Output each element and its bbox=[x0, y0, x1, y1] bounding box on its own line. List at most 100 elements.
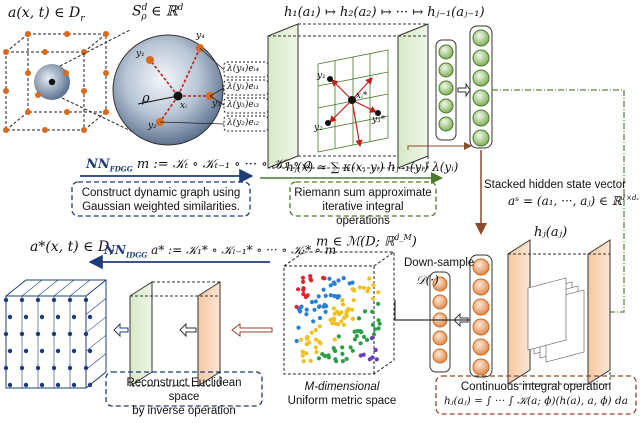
cloud-point bbox=[336, 334, 341, 339]
cloud-point bbox=[376, 326, 381, 331]
cloud-point bbox=[344, 356, 349, 362]
cloud-point bbox=[309, 300, 315, 305]
orange-feature-panels bbox=[507, 239, 611, 385]
output-node bbox=[19, 297, 25, 303]
output-node bbox=[3, 331, 9, 337]
grid-xi-label: xᵢ* bbox=[356, 91, 368, 101]
cloud-point bbox=[300, 275, 306, 280]
output-node bbox=[7, 382, 13, 388]
stacked-cells-3 bbox=[469, 254, 493, 378]
cloud-point bbox=[320, 352, 325, 357]
cloud-point bbox=[332, 337, 337, 342]
lambda-label-3: λ(y₃)eᵢ₃ bbox=[227, 100, 260, 110]
cloud-point bbox=[377, 321, 382, 326]
cloud-point bbox=[300, 349, 305, 354]
cloud-point bbox=[361, 285, 367, 290]
hollow-arrow-4 bbox=[231, 323, 273, 337]
cloud-point bbox=[340, 351, 345, 356]
y1-label: y₁ bbox=[136, 49, 145, 59]
output-node bbox=[51, 297, 57, 303]
cloud-point bbox=[370, 322, 375, 327]
cloud-point bbox=[323, 309, 328, 314]
cloud-point bbox=[361, 334, 367, 339]
output-node bbox=[7, 348, 13, 354]
cloud-point bbox=[299, 337, 304, 342]
riemann-nodes bbox=[325, 76, 381, 126]
cloud-point bbox=[308, 358, 313, 363]
sphere-edges bbox=[149, 47, 210, 123]
cloud-point bbox=[341, 322, 346, 327]
lambda-label-1: λ(y₁)eᵢ₁ bbox=[227, 82, 260, 92]
cloud-point bbox=[335, 295, 340, 300]
downsample-label: Down-sample bbox=[404, 257, 475, 269]
output-node bbox=[67, 331, 73, 337]
output-node bbox=[83, 365, 89, 371]
cloud-point bbox=[322, 276, 327, 281]
stacked-cells-1 bbox=[435, 39, 457, 141]
cloud-point bbox=[376, 290, 381, 295]
green-feature-panels bbox=[267, 23, 429, 169]
cloud-point bbox=[333, 321, 338, 326]
cloud-point bbox=[304, 342, 309, 347]
cloud-point bbox=[365, 289, 370, 294]
output-node bbox=[87, 382, 93, 388]
output-node bbox=[23, 348, 29, 354]
cloud-point bbox=[340, 297, 345, 303]
cloud-point bbox=[347, 281, 352, 286]
output-node bbox=[7, 314, 13, 320]
lambda-label-2: λ(y₂)eᵢ₂ bbox=[227, 118, 260, 128]
stacked-cells-4 bbox=[429, 271, 451, 373]
metric-space-label: m ∈ ℳ(D; ℝd_M) bbox=[316, 233, 417, 250]
cloud-point bbox=[340, 359, 345, 364]
cloud-point bbox=[350, 307, 355, 312]
cloud-point bbox=[362, 309, 368, 314]
output-node bbox=[67, 365, 73, 371]
lambda-label-4: λ(y₄)eᵢ₄ bbox=[227, 64, 260, 74]
cloud-point bbox=[309, 330, 314, 335]
cloud-point bbox=[348, 345, 353, 350]
stacked-equation: aˢ = (a₁, ···, aⱼ) ∈ ℝ1×dₛ bbox=[508, 194, 639, 208]
cloud-point bbox=[301, 292, 306, 297]
cloud-point bbox=[340, 302, 346, 307]
lambda-arrows bbox=[159, 47, 225, 125]
zoom-line-top bbox=[59, 29, 131, 67]
output-node bbox=[55, 348, 61, 354]
output-node bbox=[35, 331, 41, 337]
output-function-label: a*(x, t) ∈ Dr bbox=[30, 239, 114, 258]
output-node bbox=[87, 314, 93, 320]
cloud-point bbox=[354, 333, 359, 339]
output-node bbox=[55, 382, 61, 388]
cloud-point bbox=[294, 338, 299, 344]
hidden-sequence-label: h₁(a₁) ↦ h₂(a₂) ↦ ··· ↦ hⱼ₋₁(aⱼ₋₁) bbox=[284, 5, 485, 20]
grid-line bbox=[37, 279, 59, 297]
output-node bbox=[23, 314, 29, 320]
cloud-point bbox=[355, 328, 360, 334]
cloud-point bbox=[364, 337, 370, 342]
cloud-point bbox=[373, 347, 378, 353]
output-node bbox=[67, 297, 73, 303]
y4-label: y₄ bbox=[196, 31, 205, 41]
y2-label: y₂ bbox=[148, 121, 157, 131]
xi-label: xᵢ bbox=[180, 101, 187, 111]
cloud-point bbox=[352, 337, 358, 342]
cloud-point bbox=[339, 319, 344, 324]
cloud-point bbox=[367, 276, 372, 281]
grid-y1-label: y₁ bbox=[317, 71, 326, 81]
nn-idgg-label: NNIDGG a* := 𝒦₁* ∘ 𝒦ₗ₋₁* ∘ ··· ∘ 𝒦ₜ* ∘ m bbox=[104, 243, 337, 260]
cloud-point bbox=[323, 293, 328, 298]
output-node bbox=[71, 382, 77, 388]
grid-y2-label: y₂ bbox=[314, 123, 323, 133]
cloud-point bbox=[314, 349, 319, 355]
cloud-point bbox=[351, 298, 356, 303]
cloud-point bbox=[305, 293, 310, 298]
cloud-point bbox=[316, 294, 321, 299]
grid-line bbox=[21, 279, 43, 297]
riemann-edges bbox=[329, 77, 378, 148]
output-node bbox=[71, 348, 77, 354]
